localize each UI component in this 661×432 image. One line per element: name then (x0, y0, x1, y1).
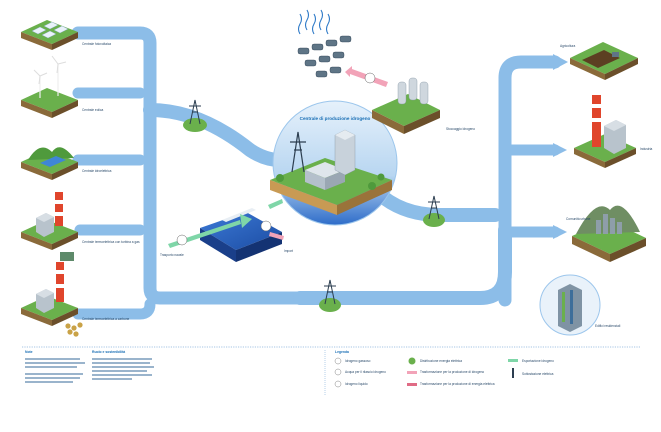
legend-item: Trasformazione per la produzione di idro… (420, 370, 484, 374)
central-plant: Centrale di produzione idrogeno (270, 100, 398, 226)
wind-label: Centrale eolica (82, 108, 103, 112)
legend-item: Idrogeno gassoso (345, 359, 371, 363)
ship-transport: Trasporto navale (160, 208, 282, 262)
notes-block: Note Ruolo e sostenibilità (25, 350, 154, 383)
nuclear-label: Centrale termoelettrica a carbone (82, 317, 130, 321)
pipe-network (71, 26, 568, 320)
flow-arrow-pink-small: Import (260, 220, 293, 253)
source-thermal: Centrale termoelettrica con turbina a ga… (21, 192, 140, 261)
legend-item: Sottostazione elettrica (522, 372, 554, 376)
source-solar: Centrale fotovoltaica (21, 20, 111, 50)
legend-item: Idrogeno liquido (345, 382, 368, 386)
flow-arrow-pink (345, 66, 388, 87)
pylon-left (183, 99, 207, 132)
dest-agri: Agricoltura (560, 42, 638, 80)
source-wind: Centrale eolica (21, 55, 103, 118)
pylon-bottom (319, 279, 341, 312)
thermal-label: Centrale termoelettrica con turbina a ga… (82, 240, 140, 244)
vehicle-fleet (297, 9, 352, 78)
legend: Legenda Idrogeno gassoso Acqua per il ri… (334, 350, 554, 388)
legend-heading: Legenda (335, 350, 349, 354)
legend-item: Distribuzione energia elettrica (420, 359, 462, 363)
tower-label: Edifici residenziali (595, 324, 621, 328)
solar-label: Centrale fotovoltaica (82, 42, 111, 46)
storage-label: Stoccaggio idrogeno (446, 127, 475, 131)
central-title: Centrale di produzione idrogeno (300, 116, 371, 121)
ship-label: Trasporto navale (160, 253, 184, 257)
dest-industry: Industria (574, 95, 652, 168)
source-hydro: Centrale idroelettrica (21, 147, 112, 180)
source-nuclear: Centrale termoelettrica a carbone (21, 262, 130, 337)
notes-heading: Note (25, 350, 33, 354)
dest-city: Comunità urbane (566, 205, 646, 262)
legend-item: Acqua per il rilascio idrogeno (345, 370, 386, 374)
legend-item: Esportazione idrogeno (522, 359, 554, 363)
city-label: Comunità urbane (566, 217, 591, 221)
import-label: Import (284, 249, 293, 253)
notes-subheading: Ruolo e sostenibilità (92, 350, 125, 354)
flow-arrow-green (168, 199, 283, 248)
agri-label: Agricoltura (560, 44, 575, 48)
storage-plant: Stoccaggio idrogeno (372, 77, 475, 134)
legend-item: Trasformazione per la produzione di ener… (420, 382, 495, 386)
industry-label: Industria (640, 147, 652, 151)
pylon-center (423, 195, 445, 227)
hydro-label: Centrale idroelettrica (82, 169, 112, 173)
dest-tower-detail: Edifici residenziali (539, 274, 621, 336)
